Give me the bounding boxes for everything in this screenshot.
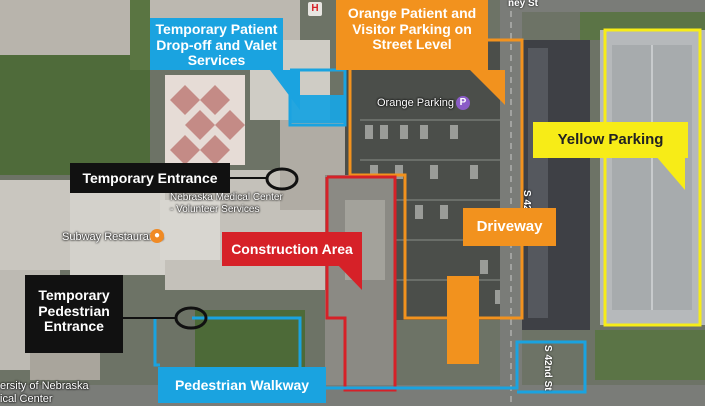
hospital-icon: H: [308, 2, 322, 16]
orange-parking-callout: Orange Patient and Visitor Parking on St…: [336, 0, 488, 70]
subway-label: Subway Restaurants: [62, 231, 164, 243]
yellow-parking-callout: Yellow Parking: [533, 122, 688, 158]
med-center-label-1: Nebraska Medical Center: [170, 192, 283, 203]
driveway-callout: Driveway: [463, 208, 556, 246]
pedestrian-walkway-route: [192, 316, 587, 394]
university-label-2: ical Center: [0, 393, 53, 405]
orange-parking-boundary: [348, 38, 524, 320]
temporary-entrance-callout: Temporary Entrance: [70, 163, 230, 193]
street-label-42nd-south: S 42nd St: [542, 345, 553, 391]
driveway-marker: [447, 276, 479, 364]
construction-area-callout: Construction Area: [222, 232, 362, 266]
med-center-label-2: - Volunteer Services: [170, 204, 260, 215]
pedestrian-entrance-callout: Temporary Pedestrian Entrance: [25, 275, 123, 353]
parking-pin-icon: P: [456, 96, 470, 110]
construction-area-boundary: [325, 175, 397, 392]
university-label-1: ersity of Nebraska: [0, 380, 89, 392]
pedestrian-walkway-callout: Pedestrian Walkway: [158, 367, 326, 403]
pedestrian-entrance-marker: [174, 306, 208, 330]
temporary-entrance-marker: [265, 167, 299, 191]
dropoff-callout: Temporary Patient Drop-off and Valet Ser…: [150, 18, 283, 70]
yellow-parking-boundary: [603, 28, 702, 327]
orange-parking-map-label: Orange Parking: [377, 97, 455, 109]
fork-knife-pin-icon: ●: [150, 229, 164, 243]
street-label-top: ney St: [508, 0, 539, 9]
